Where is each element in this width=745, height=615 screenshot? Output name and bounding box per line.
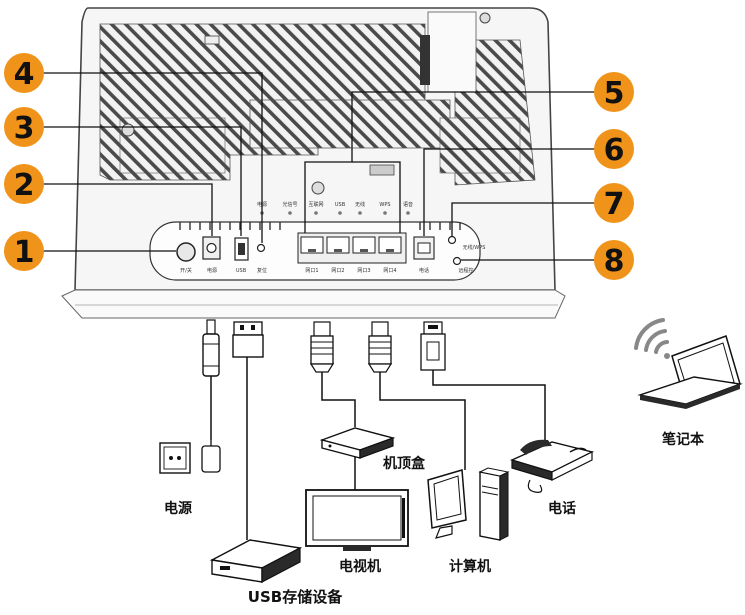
label-telephone: 电话 [548,500,576,517]
power-outlet-icon [159,440,221,474]
port-label-reset: 复位 [257,267,267,274]
wps-button-icon [447,235,457,245]
label-usb-storage: USB存储设备 [248,588,343,606]
set-top-box-icon [319,427,396,459]
svg-text:4: 4 [14,57,35,92]
port-label-power: 电源 [207,267,217,274]
svg-text:3: 3 [14,111,35,146]
computer-icon [427,467,510,541]
indicator-label: 互联网 [308,201,323,208]
tv-icon [305,489,409,551]
port-label-lan1: 网口1 [305,268,318,274]
callout-1: 1 [4,231,44,271]
callout-8: 8 [594,240,634,280]
indicator-label: 无线 [355,201,365,208]
port-label-usb: USB [236,268,247,274]
port-label-lan2: 网口2 [331,268,344,274]
port-panel: 开/关 电源 USB 复位 网口1 网口2 网口3 网口4 电话 无线/WPS … [149,221,486,281]
port-label-wps: 无线/WPS [463,244,486,251]
label-tv: 电视机 [339,558,381,575]
indicator-label: WPS [379,202,390,208]
dc-jack-icon [206,242,217,254]
indicator-label: 光信号 [282,201,297,208]
callout-2: 2 [4,164,44,204]
ethernet-plug-icon [309,321,335,373]
router-back-view: 电源 光信号 互联网 USB 无线 WPS 语音 [61,7,566,319]
svg-text:6: 6 [604,133,625,168]
port-label-lan4: 网口4 [383,268,396,274]
callout-3: 3 [4,107,44,147]
svg-text:5: 5 [604,76,625,111]
port-label-lan3: 网口3 [357,268,370,274]
indicator-label: USB [335,202,346,208]
reset-hole-icon [256,243,266,253]
usb-storage-icon [209,539,303,583]
telephone-icon [510,439,595,493]
phone-plug-icon [420,321,446,371]
callout-badges: 1 2 3 4 5 6 7 8 [4,53,634,280]
ethernet-plug-icon [367,321,393,373]
callout-5: 5 [594,72,634,112]
label-stb: 机顶盒 [383,455,426,472]
laptop-icon [637,335,743,409]
port-label-switch: 开/关 [180,267,192,274]
callout-7: 7 [594,183,634,223]
wifi-icon [634,318,670,359]
power-plug-icon [202,319,220,377]
label-power-outlet: 电源 [164,500,192,517]
leader-lines [40,72,598,261]
indicator-label: 语音 [403,201,413,208]
power-switch-icon [176,242,196,262]
usb-plug-icon [232,321,264,358]
callout-4: 4 [4,53,44,93]
label-laptop: 笔记本 [662,431,705,448]
port-label-phone: 电话 [419,267,429,274]
svg-text:7: 7 [604,187,625,222]
remote-button-icon [452,256,462,266]
callout-6: 6 [594,129,634,169]
port-label-remote: 远程控 [458,267,473,274]
svg-text:1: 1 [14,235,35,270]
label-computer: 计算机 [449,558,491,575]
svg-text:2: 2 [14,168,35,203]
svg-text:8: 8 [604,244,625,279]
